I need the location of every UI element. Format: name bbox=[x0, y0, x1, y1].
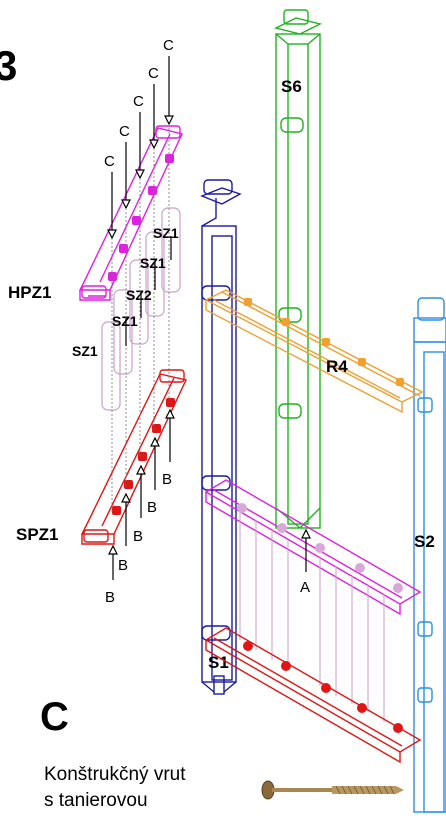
exploded-hpz1 bbox=[78, 125, 183, 301]
c-arrows bbox=[107, 56, 174, 512]
label-spz1: SPZ1 bbox=[16, 525, 59, 544]
installed-top-rail bbox=[204, 479, 422, 616]
label-c-3: C bbox=[133, 93, 144, 110]
label-hpz1: HPZ1 bbox=[8, 283, 51, 302]
exploded-spz1-screws bbox=[112, 398, 175, 515]
installed-top-screws bbox=[237, 503, 403, 593]
label-b-5: B bbox=[105, 589, 115, 606]
installed-slats bbox=[239, 512, 385, 722]
label-sz1-b: SZ1 bbox=[140, 255, 166, 271]
label-sz1-d: SZ1 bbox=[72, 343, 98, 359]
installed-bottom-rail bbox=[204, 627, 422, 764]
rail-r4-screws bbox=[244, 298, 404, 386]
label-r4: R4 bbox=[326, 357, 348, 376]
post-s1 bbox=[200, 179, 242, 695]
label-c-1: C bbox=[163, 37, 174, 54]
label-sz1-a: SZ1 bbox=[153, 225, 179, 241]
rail-r4 bbox=[204, 289, 424, 414]
label-c-2: C bbox=[148, 65, 159, 82]
label-s1: S1 bbox=[208, 653, 229, 672]
legend-line1: Konštrukčný vrut bbox=[44, 764, 186, 785]
label-a: A bbox=[300, 579, 310, 596]
legend-letter: C bbox=[40, 695, 69, 739]
label-b-1: B bbox=[162, 471, 172, 488]
label-sz1-c: SZ1 bbox=[112, 313, 138, 329]
post-s2 bbox=[413, 297, 446, 813]
label-c-5: C bbox=[104, 153, 115, 170]
step-number: 3 bbox=[0, 42, 17, 89]
label-sz2: SZ2 bbox=[126, 287, 152, 303]
a-arrow bbox=[301, 528, 311, 572]
installed-bottom-screws bbox=[243, 641, 403, 733]
label-c-4: C bbox=[119, 123, 130, 140]
b-arrows bbox=[108, 408, 175, 580]
screw-icon bbox=[261, 780, 404, 800]
exploded-slats bbox=[101, 207, 181, 411]
exploded-hpz1-screws bbox=[108, 154, 174, 281]
legend-line2: s tanierovou bbox=[44, 790, 148, 811]
label-b-4: B bbox=[118, 557, 128, 574]
exploded-spz1 bbox=[80, 369, 188, 545]
label-s6: S6 bbox=[281, 77, 302, 96]
label-b-3: B bbox=[133, 528, 143, 545]
label-s2: S2 bbox=[414, 532, 435, 551]
label-b-2: B bbox=[147, 499, 157, 516]
